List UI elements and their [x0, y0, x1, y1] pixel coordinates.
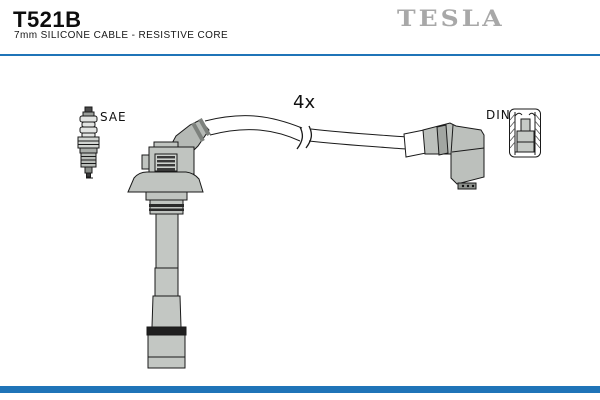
din-label: DIN — [486, 108, 511, 122]
tesla-logo: TESLA — [397, 6, 505, 32]
distributor-boot-icon — [403, 122, 485, 190]
spark-plug-icon — [77, 106, 100, 179]
footer-bar — [0, 386, 600, 393]
sae-label: SAE — [100, 110, 127, 124]
terminal-cutaway-icon — [509, 108, 541, 158]
quantity-label: 4x — [293, 92, 315, 113]
header-divider-rule — [0, 54, 600, 56]
part-number: T521B — [13, 7, 82, 32]
product-subtitle: 7mm SILICONE CABLE - RESISTIVE CORE — [14, 30, 229, 41]
ignition-cable-icon — [204, 115, 407, 150]
coil-boot-icon — [127, 118, 211, 369]
